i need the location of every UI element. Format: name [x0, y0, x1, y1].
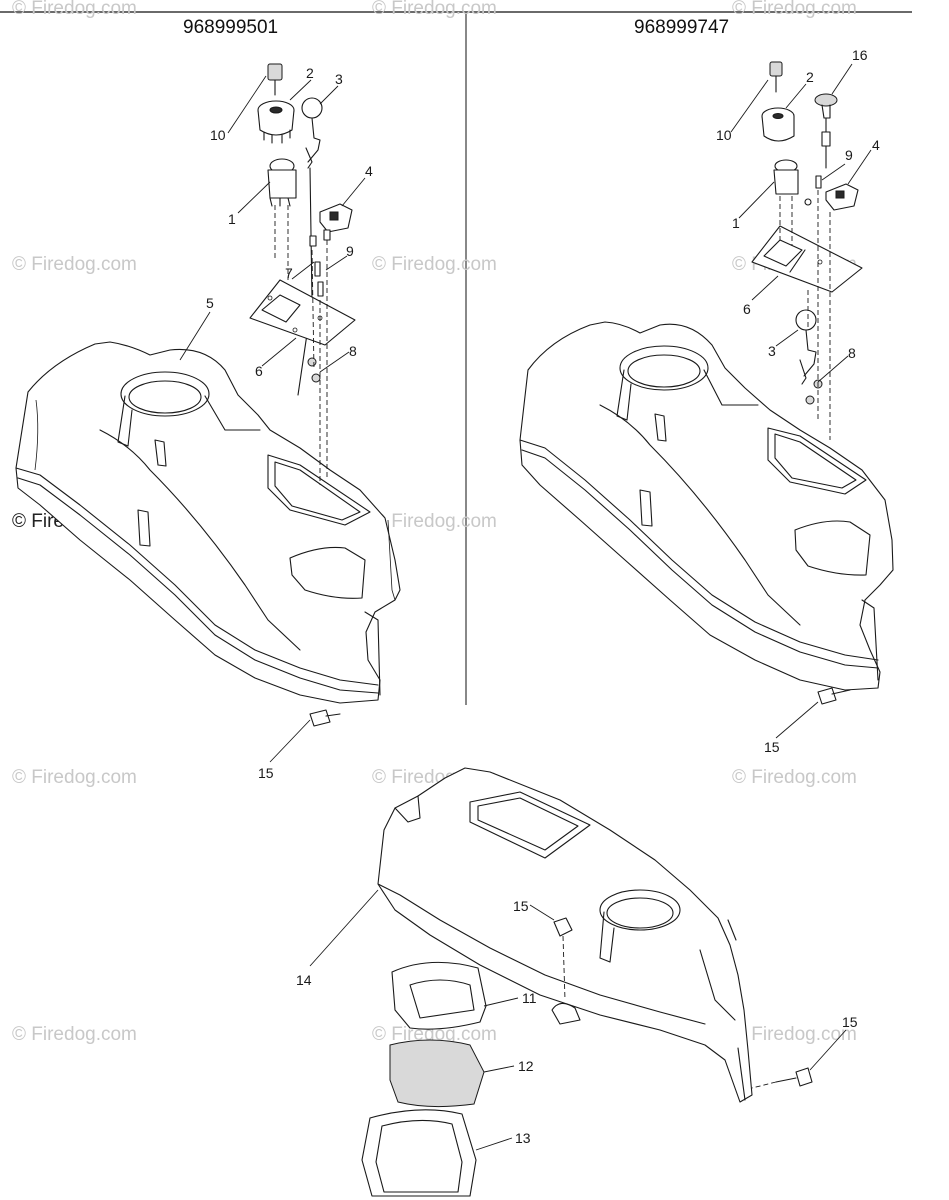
right-model-number: 968999747	[634, 17, 729, 38]
callout-label: 3	[335, 71, 343, 87]
bottom-assembly: 15 14 11 15 12 13	[296, 767, 858, 1197]
callout-label: 1	[228, 211, 236, 227]
watermark: © Firedog.com	[372, 0, 497, 19]
light-switch	[825, 183, 859, 211]
left-assembly: 10 2 3 1 4 9 7 5 6 8 15	[15, 63, 401, 781]
fender-body	[15, 341, 401, 704]
ignition-switch	[761, 107, 795, 142]
watermark: © Firedog.com	[372, 1024, 497, 1045]
watermark: © Firedog.com	[12, 767, 137, 788]
watermark: © Firedog.com	[732, 767, 857, 788]
right-assembly: 16 2 10 9 4 1 6 3 8 15	[519, 47, 894, 755]
callout-label: 7	[285, 265, 293, 281]
callout-label: 10	[210, 127, 226, 143]
watermark: © Firedog.com	[12, 254, 137, 275]
callout-label: 15	[764, 739, 780, 755]
callout-label: 11	[522, 990, 537, 1006]
headlight-bezel	[361, 1109, 477, 1197]
throttle-control	[795, 309, 817, 385]
ignition-key	[267, 63, 283, 96]
callout-label: 16	[852, 47, 868, 63]
callout-label: 2	[306, 65, 314, 81]
hardware	[804, 175, 823, 405]
watermark: © Firedog.com	[372, 254, 497, 275]
callout-label: 6	[255, 363, 263, 379]
callout-label: 5	[206, 295, 214, 311]
headlight-lens	[389, 1039, 485, 1108]
callout-label: 6	[743, 301, 751, 317]
callout-label: 15	[842, 1014, 858, 1030]
fender-body	[519, 321, 894, 691]
callout-label: 9	[346, 243, 354, 259]
watermark: © Firedog.com	[12, 0, 137, 19]
callout-label: 4	[365, 163, 373, 179]
callout-label: 4	[872, 137, 880, 153]
callout-label: 14	[296, 972, 312, 988]
callout-label: 12	[518, 1058, 534, 1074]
callout-label: 15	[513, 898, 529, 914]
callout-label: 8	[349, 343, 357, 359]
pto-switch	[773, 159, 799, 195]
ignition-switch	[257, 100, 295, 144]
watermark: © Firedog.com	[732, 0, 857, 19]
callout-label: 10	[716, 127, 732, 143]
bolt-15	[817, 687, 851, 705]
callout-label: 9	[845, 147, 853, 163]
light-switch	[319, 203, 353, 233]
mount-plate	[751, 225, 863, 293]
choke-knob	[814, 93, 838, 169]
bolt-15	[553, 917, 573, 1001]
watermark: © Firedog.com	[732, 1024, 857, 1045]
left-model-number: 968999501	[183, 17, 278, 38]
callout-label: 15	[258, 765, 274, 781]
callout-label: 2	[806, 69, 814, 85]
callout-label: 8	[848, 345, 856, 361]
rear-cover	[377, 767, 753, 1103]
watermark: © Firedog.com	[372, 511, 497, 532]
pto-switch	[267, 158, 297, 207]
ignition-key	[769, 61, 783, 93]
bolt-15	[309, 709, 341, 727]
headlight-housing	[391, 961, 487, 1030]
watermark: © Firedog.com	[12, 1024, 137, 1045]
callout-label: 13	[515, 1130, 531, 1146]
mount-plate	[249, 279, 356, 346]
bolt-15	[751, 1067, 813, 1089]
callout-label: 3	[768, 343, 776, 359]
callout-label: 1	[732, 215, 740, 231]
